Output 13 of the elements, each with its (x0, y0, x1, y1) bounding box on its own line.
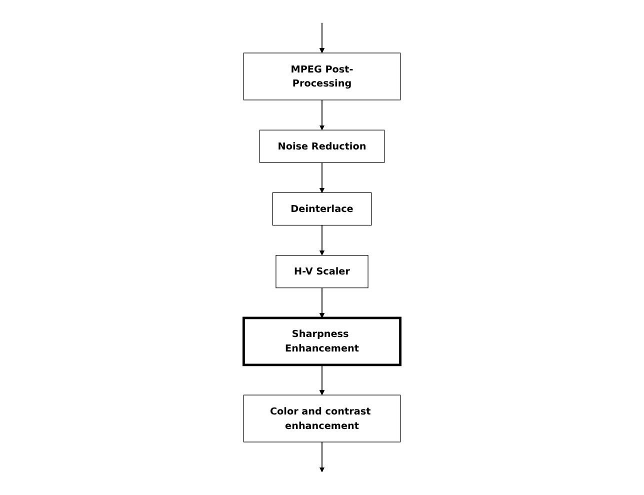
arrow (319, 287, 325, 318)
arrow (319, 162, 325, 193)
arrow (319, 224, 325, 256)
node-box: Color and contrast enhancement (243, 394, 401, 442)
arrow (319, 100, 325, 130)
node-box: H-V Scaler (276, 255, 368, 288)
arrow (319, 442, 325, 472)
arrow (319, 364, 325, 396)
arrow (319, 22, 325, 54)
node-box: Deinterlace (272, 192, 372, 226)
node-box: MPEG Post-Processing (243, 52, 401, 100)
node-box: Noise Reduction (259, 130, 385, 163)
node-box: Sharpness Enhancement (242, 316, 402, 366)
